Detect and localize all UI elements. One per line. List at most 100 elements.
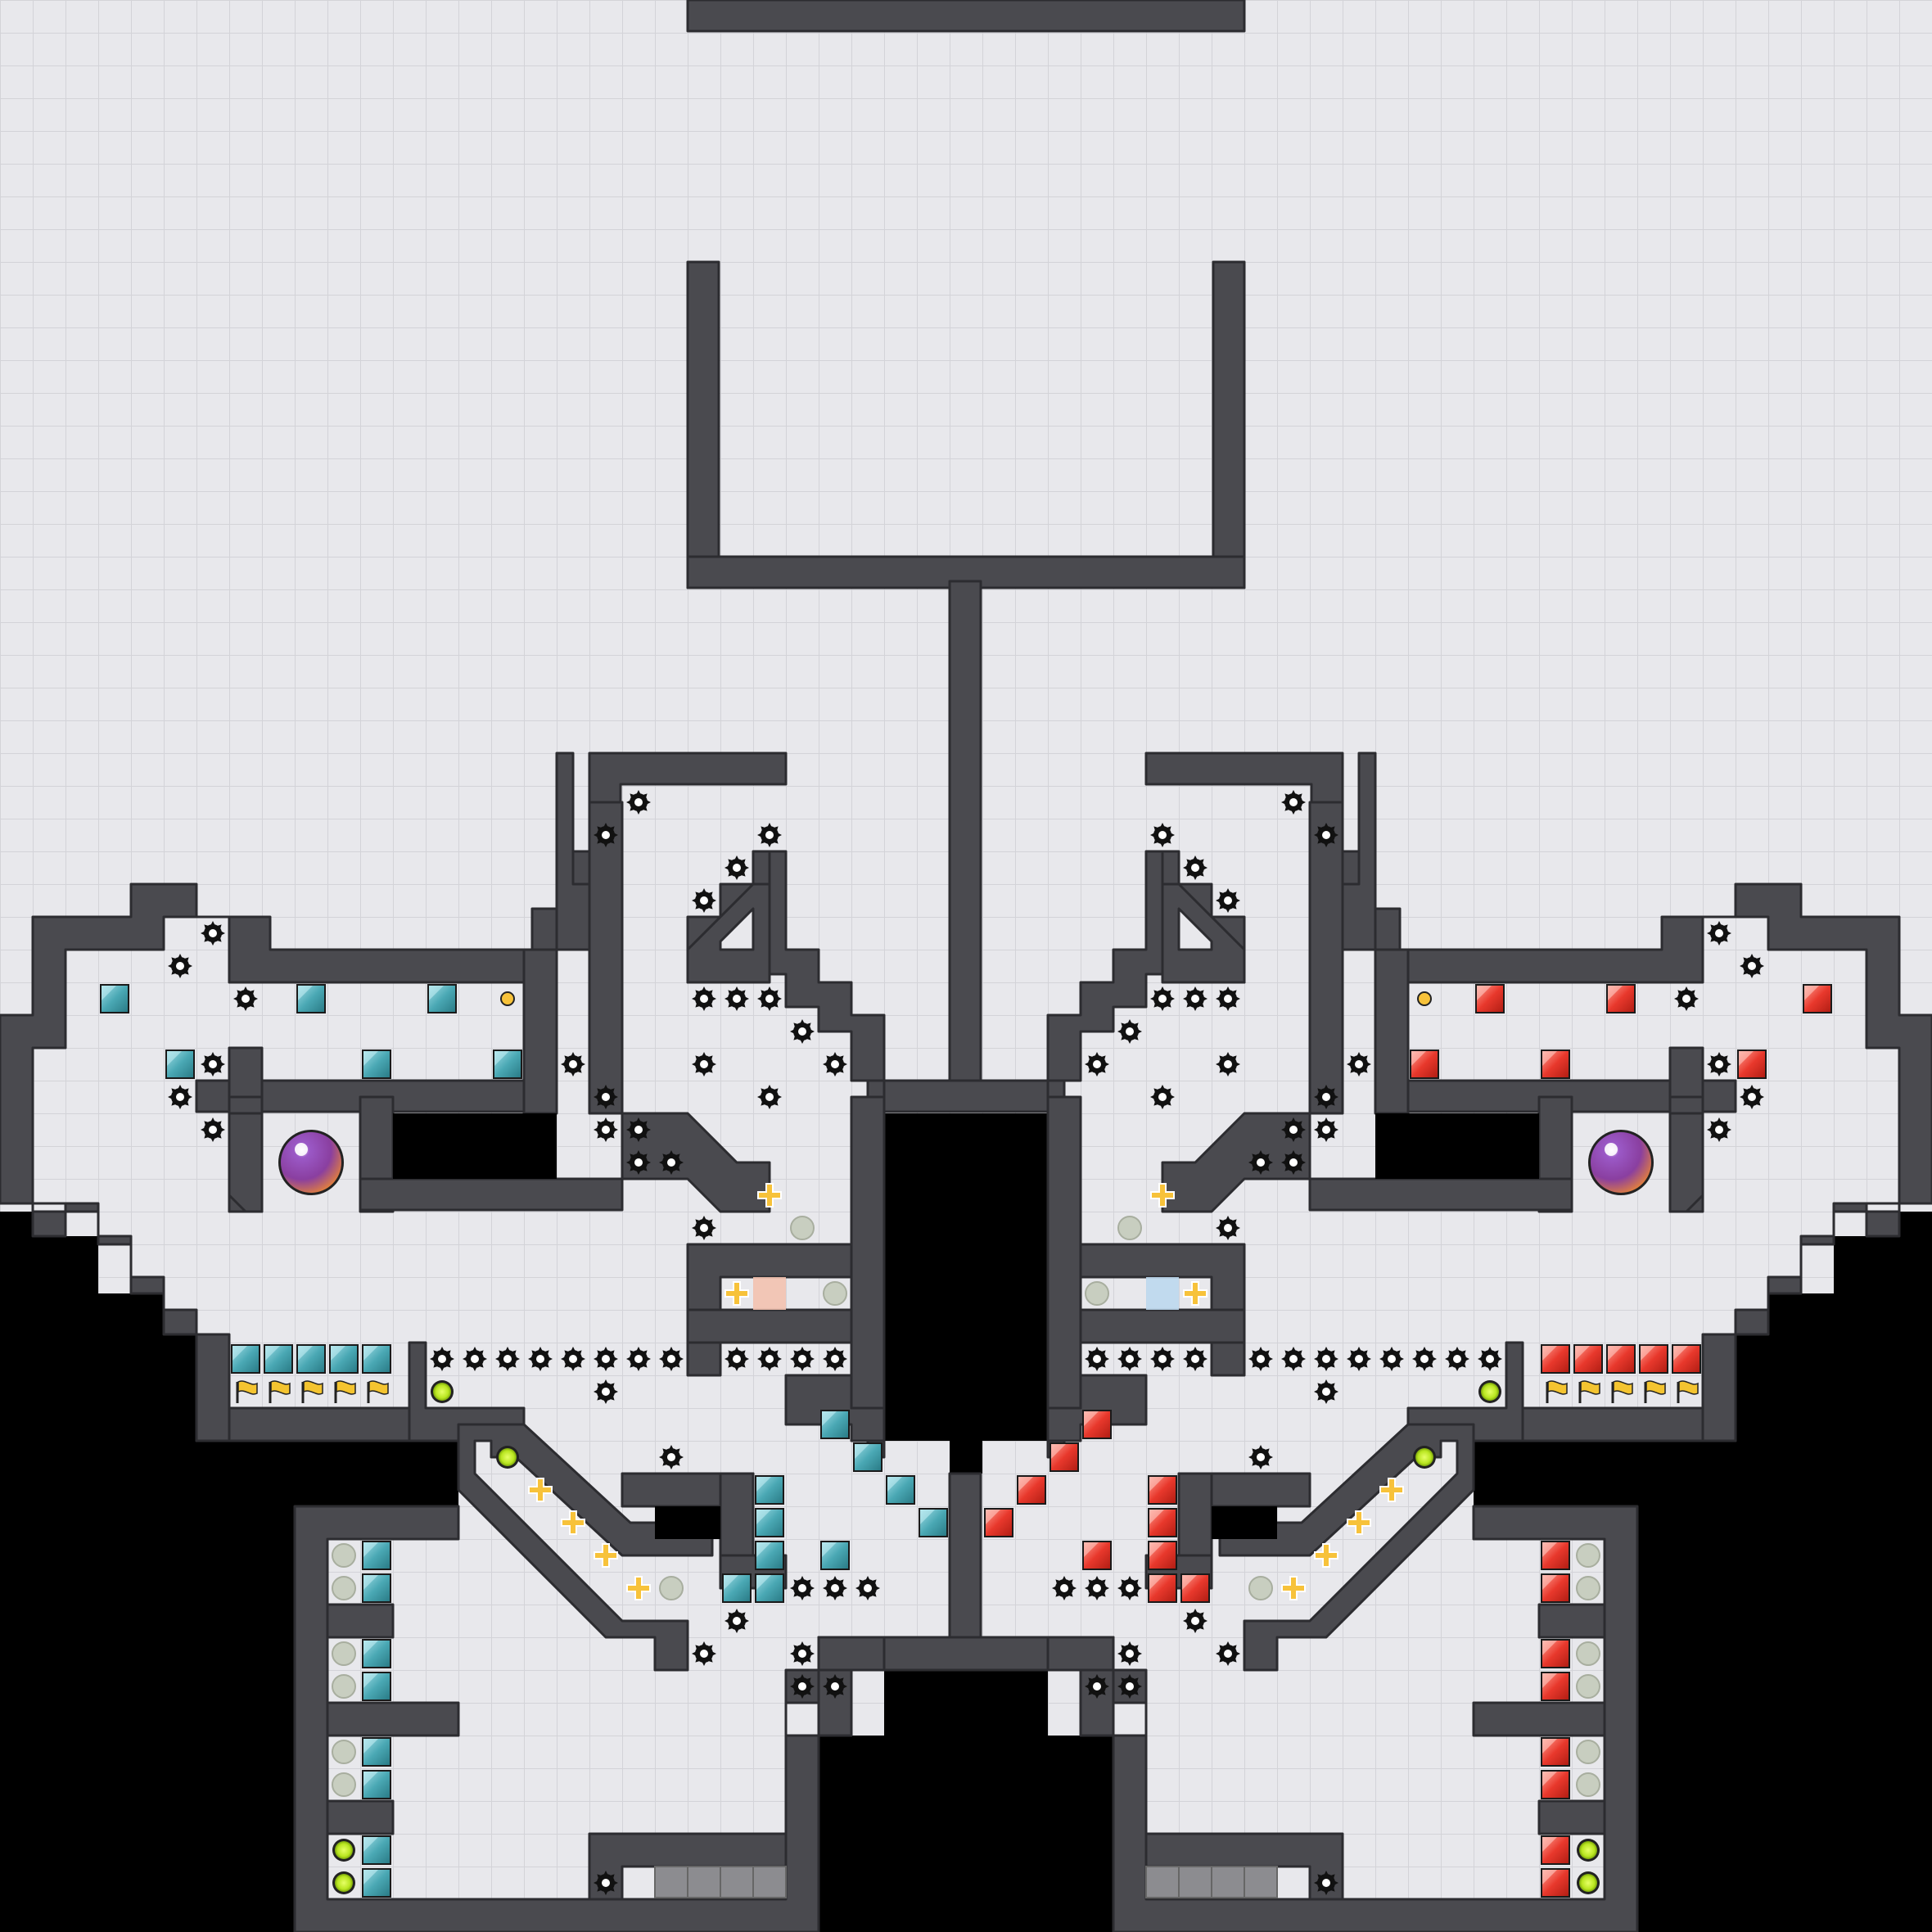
spike-icon	[1281, 790, 1306, 815]
spike-icon	[1347, 1052, 1371, 1077]
team-tile-red	[1082, 1541, 1112, 1570]
gate-icon	[753, 1277, 786, 1310]
team-tile-teal	[296, 1344, 326, 1374]
spike-icon	[201, 921, 225, 946]
spike-icon	[1281, 1117, 1306, 1142]
spike-icon	[1216, 1216, 1240, 1240]
marker-icon	[500, 991, 515, 1006]
team-tile-red	[1082, 1410, 1112, 1439]
spike-icon	[430, 1347, 454, 1371]
spike-icon	[1117, 1674, 1142, 1699]
spike-icon	[1150, 986, 1175, 1011]
team-tile-teal	[755, 1541, 784, 1570]
spike-icon	[561, 1052, 585, 1077]
spike-icon	[463, 1347, 487, 1371]
spike-icon	[1314, 1379, 1338, 1404]
marker-icon	[1417, 991, 1432, 1006]
team-tile-teal	[427, 984, 457, 1013]
team-tile-red	[1148, 1508, 1177, 1537]
black-vents	[393, 1113, 1539, 1539]
neutral-dot-icon	[332, 1576, 356, 1600]
team-tile-red	[1148, 1541, 1177, 1570]
spike-icon	[724, 986, 749, 1011]
team-tile-red	[1573, 1344, 1603, 1374]
neutral-dot-icon	[1248, 1576, 1273, 1600]
spike-icon	[1740, 1085, 1764, 1109]
neutral-dot-icon	[1117, 1216, 1142, 1240]
spike-icon	[1248, 1347, 1273, 1371]
spike-icon	[659, 1347, 684, 1371]
spike-icon	[1314, 1085, 1338, 1109]
neutral-dot-icon	[790, 1216, 815, 1240]
boost-icon	[496, 1446, 519, 1469]
neutral-dot-icon	[1576, 1772, 1600, 1797]
spike-icon	[823, 1347, 847, 1371]
spike-icon	[233, 986, 258, 1011]
team-tile-red	[1541, 1573, 1570, 1603]
spike-icon	[790, 1641, 815, 1666]
neutral-dot-icon	[1576, 1740, 1600, 1764]
spike-icon	[692, 1216, 716, 1240]
team-tile-red	[1541, 1835, 1570, 1865]
team-tile-teal	[264, 1344, 293, 1374]
team-tile-teal	[362, 1770, 391, 1799]
team-tile-teal	[755, 1475, 784, 1505]
spike-icon	[1150, 1085, 1175, 1109]
spike-icon	[1707, 1052, 1731, 1077]
spike-icon	[1085, 1052, 1109, 1077]
spike-icon	[1740, 954, 1764, 978]
team-tile-red	[1050, 1442, 1079, 1472]
spike-icon	[594, 1871, 618, 1895]
spike-icon	[1707, 921, 1731, 946]
spike-icon	[757, 1085, 782, 1109]
portal-icon	[1588, 1130, 1654, 1195]
team-tile-red	[1017, 1475, 1046, 1505]
spike-icon	[1314, 1117, 1338, 1142]
spike-icon	[790, 1019, 815, 1044]
spike-icon	[1052, 1576, 1077, 1600]
neutral-dot-icon	[1576, 1543, 1600, 1568]
spike-icon	[495, 1347, 520, 1371]
spike-icon	[626, 790, 651, 815]
team-tile-red	[1639, 1344, 1668, 1374]
spike-icon	[692, 986, 716, 1011]
spike-icon	[1248, 1445, 1273, 1469]
speed-pad-icon	[654, 1866, 787, 1898]
team-tile-red	[1737, 1050, 1767, 1079]
spike-icon	[1183, 855, 1208, 880]
spike-icon	[626, 1117, 651, 1142]
team-tile-red	[1541, 1737, 1570, 1767]
spike-icon	[594, 1347, 618, 1371]
team-tile-red	[1541, 1344, 1570, 1374]
team-tile-teal	[362, 1868, 391, 1898]
team-tile-teal	[362, 1050, 391, 1079]
team-tile-red	[1606, 984, 1636, 1013]
team-tile-teal	[919, 1508, 948, 1537]
spike-icon	[757, 823, 782, 847]
team-tile-teal	[362, 1835, 391, 1865]
team-tile-teal	[820, 1410, 850, 1439]
neutral-dot-icon	[332, 1674, 356, 1699]
team-tile-teal	[231, 1344, 260, 1374]
neutral-dot-icon	[659, 1576, 684, 1600]
spike-icon	[1674, 986, 1699, 1011]
spike-icon	[1216, 888, 1240, 913]
spike-icon	[1085, 1674, 1109, 1699]
team-tile-teal	[493, 1050, 522, 1079]
boost-icon	[1577, 1839, 1600, 1862]
spike-icon	[1085, 1576, 1109, 1600]
spike-icon	[594, 1085, 618, 1109]
team-tile-teal	[886, 1475, 915, 1505]
spike-icon	[1347, 1347, 1371, 1371]
team-tile-teal	[329, 1344, 359, 1374]
team-tile-teal	[165, 1050, 195, 1079]
spike-icon	[594, 1117, 618, 1142]
spike-icon	[823, 1052, 847, 1077]
spike-icon	[1478, 1347, 1502, 1371]
team-tile-red	[1410, 1050, 1439, 1079]
spike-icon	[528, 1347, 553, 1371]
team-tile-teal	[755, 1573, 784, 1603]
boost-icon	[332, 1839, 355, 1862]
spike-icon	[692, 888, 716, 913]
